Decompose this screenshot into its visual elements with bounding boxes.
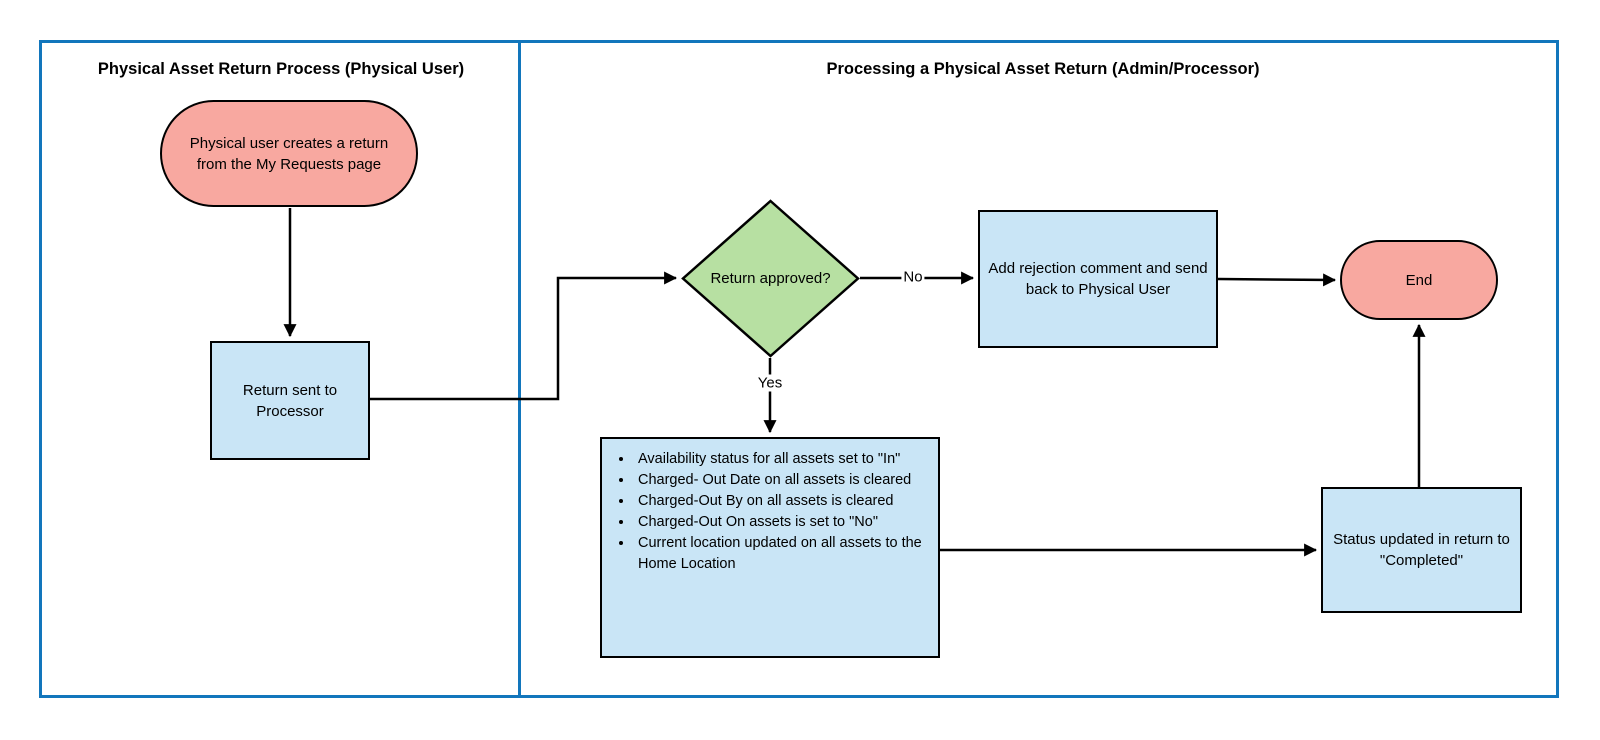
diamond-shape: [681, 199, 860, 358]
start-terminator-node: Physical user creates a return from the …: [160, 100, 418, 207]
swimlane-frame: [39, 40, 1559, 698]
decision-diamond-node: Return approved?: [681, 199, 860, 358]
actions-bullet-list: Availability status for all assets set t…: [612, 449, 932, 575]
edge-label-no: No: [901, 268, 925, 286]
lane-title-physical-user: Physical Asset Return Process (Physical …: [97, 60, 465, 78]
action-item: Current location updated on all assets t…: [634, 533, 932, 575]
rejection-process-node: Add rejection comment and send back to P…: [978, 210, 1218, 348]
return-sent-node-text: Return sent to Processor: [242, 381, 338, 420]
connector-rejection-to-end: [1217, 273, 1337, 287]
status-updated-process-node: Status updated in return to "Completed": [1321, 487, 1522, 613]
action-item: Charged-Out By on all assets is cleared: [634, 491, 932, 512]
action-item: Charged- Out Date on all assets is clear…: [634, 470, 932, 491]
return-sent-process-node: Return sent to Processor: [210, 341, 370, 460]
swimlane-divider: [518, 40, 521, 698]
end-terminator-node: End: [1340, 240, 1498, 320]
status-node-text: Status updated in return to "Completed": [1333, 531, 1510, 569]
edge-label-yes: Yes: [755, 374, 785, 392]
lane-title-admin-processor: Processing a Physical Asset Return (Admi…: [826, 60, 1260, 78]
start-node-text: Physical user creates a return from the …: [189, 134, 389, 173]
action-item: Charged-Out On assets is set to "No": [634, 512, 932, 533]
rejection-node-text: Add rejection comment and send back to P…: [988, 260, 1208, 298]
action-item: Availability status for all assets set t…: [634, 449, 932, 470]
connector-return-sent-to-decision: [370, 271, 678, 401]
decision-node-text: Return approved?: [710, 270, 831, 287]
end-node-text: End: [1405, 271, 1433, 289]
actions-list-process-node: Availability status for all assets set t…: [600, 437, 940, 658]
